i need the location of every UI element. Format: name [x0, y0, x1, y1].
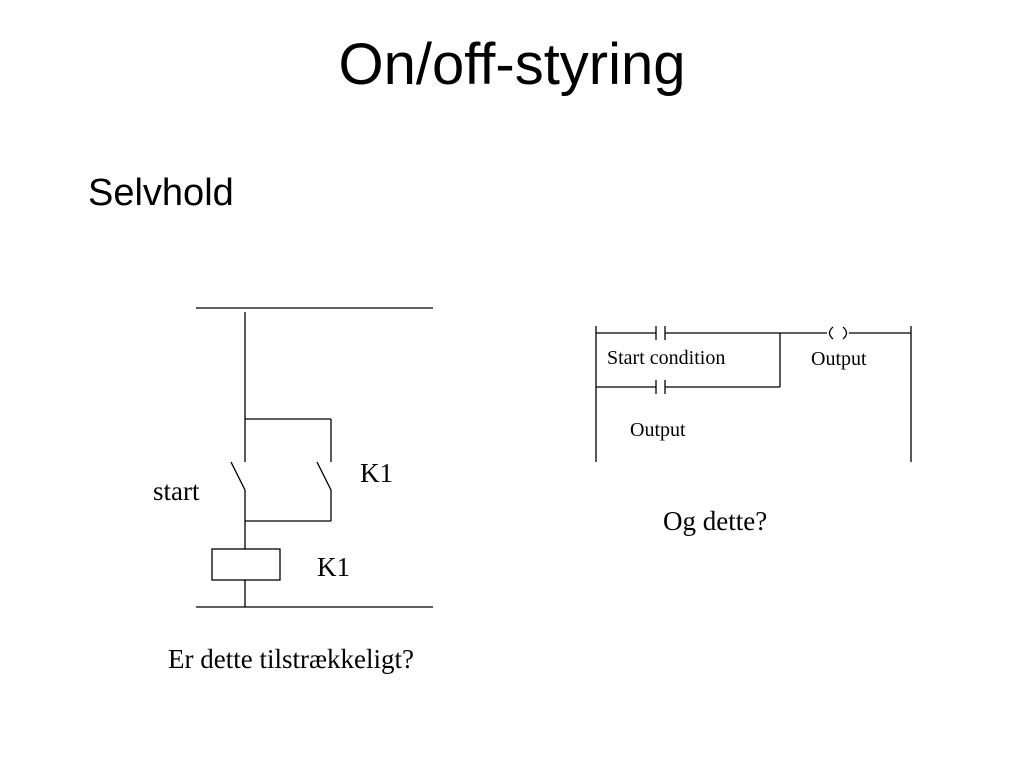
- output-coil-right-arc: [842, 326, 848, 340]
- start-condition-label: Start condition: [607, 347, 725, 369]
- start-switch: [230, 461, 246, 491]
- relay-question: Er dette tilstrækkeligt?: [168, 644, 414, 674]
- ladder-diagram: [595, 326, 912, 462]
- output-coil-left-arc: [828, 326, 834, 340]
- k1-coil-label: K1: [317, 552, 350, 582]
- start-label: start: [153, 476, 200, 506]
- k1-coil: [211, 548, 281, 581]
- ladder-question: Og dette?: [663, 506, 767, 536]
- slide-subtitle: Selvhold: [88, 172, 234, 214]
- holding-contact-label: Output: [630, 419, 686, 441]
- k1-contact-label: K1: [360, 458, 393, 488]
- relay-circuit: [196, 307, 433, 608]
- slide-title: On/off-styring: [338, 32, 686, 97]
- k1-switch: [316, 461, 332, 491]
- output-coil-label: Output: [811, 348, 867, 370]
